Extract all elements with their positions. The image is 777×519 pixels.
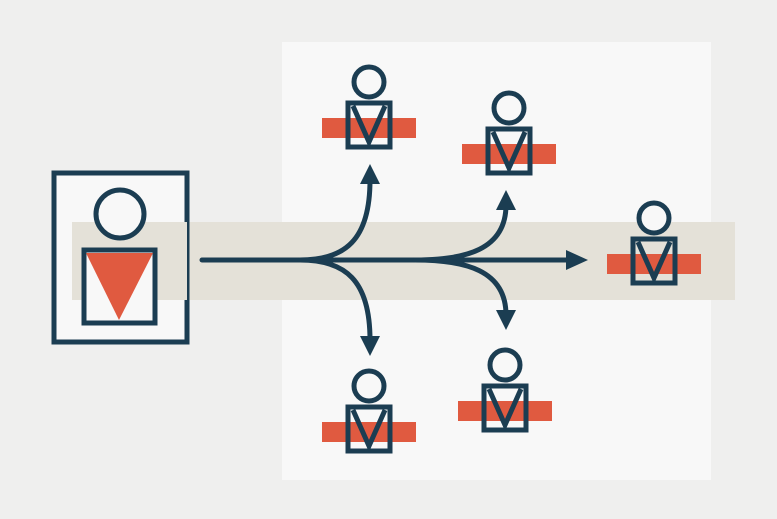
recipient-bottom-left-person-icon [322,368,416,454]
source-person-frame [51,170,190,345]
arrowhead-down-2 [496,310,516,330]
head [351,64,387,100]
body-v [486,387,524,432]
source-person-icon [81,187,158,326]
body-v [635,240,673,285]
head [351,368,387,404]
head [491,90,527,126]
recipient-top-left-person-icon [322,64,416,150]
arrowhead-down-1 [360,336,380,356]
arrowheads [360,164,588,356]
arrowhead-right [566,250,588,270]
body-v [490,130,528,175]
recipient-bottom-middle-person-icon [458,347,552,433]
branch-down-1 [297,257,373,343]
body-v [350,408,388,453]
arrowhead-up-1 [360,164,380,184]
recipient-right-person-icon [607,200,701,286]
recipient-top-middle-person-icon [462,90,556,176]
recipient-group [322,64,701,454]
body-v [350,104,388,149]
arrowhead-up-2 [496,190,516,210]
head [487,347,523,383]
branching-arrow-icon [199,177,573,343]
head [636,200,672,236]
branch-down-2 [412,257,509,318]
